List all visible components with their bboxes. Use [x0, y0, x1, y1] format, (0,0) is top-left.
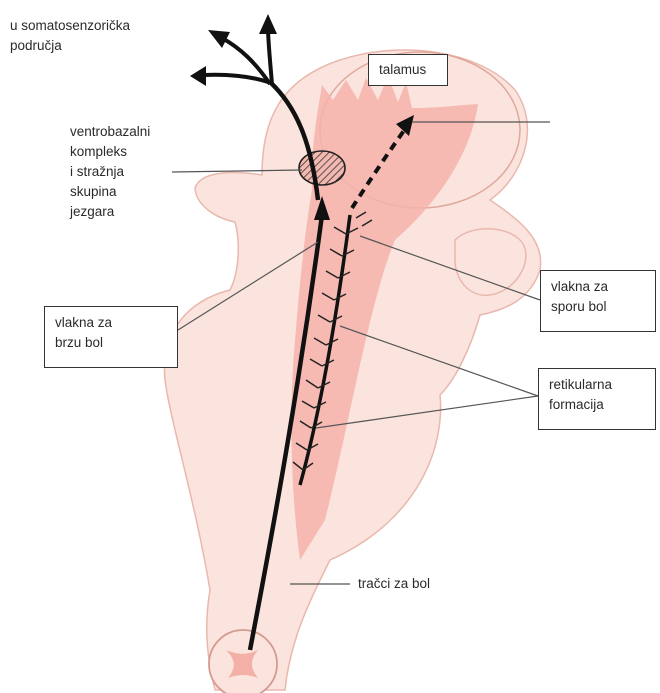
cortex-branch-low	[204, 75, 268, 82]
reticular-label-box: retikularna formacija	[538, 368, 656, 430]
thalamus-label-box: talamus	[368, 54, 448, 86]
cortex-branch-up	[268, 28, 272, 84]
pain-tracts-label: tračci za bol	[358, 574, 430, 594]
ventrobasal-label: ventrobazalni kompleks i stražnja skupin…	[70, 122, 150, 222]
slow-pain-label-box: vlakna za sporu bol	[540, 270, 656, 332]
fast-pain-label-box: vlakna za brzu bol	[44, 306, 178, 368]
somatosensory-label: u somatosenzorička područja	[10, 16, 130, 56]
cortex-branch-low-arrow	[190, 66, 206, 86]
cortex-branch-up-arrow	[259, 14, 277, 34]
ventrobasal-nucleus	[299, 151, 345, 185]
